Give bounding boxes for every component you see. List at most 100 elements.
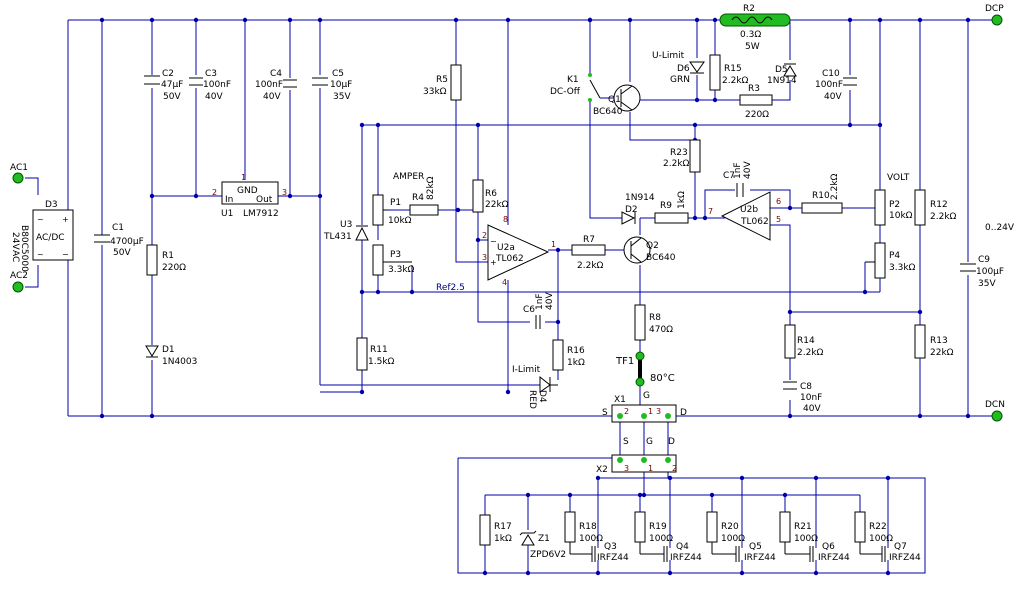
svg-text:C6: C6 [523, 305, 535, 315]
svg-text:TL062: TL062 [495, 254, 524, 264]
connector-x2: X2 3 1 2 [596, 454, 677, 475]
svg-text:C8: C8 [800, 382, 812, 392]
svg-text:10kΩ: 10kΩ [388, 216, 412, 226]
resistor-r16: R16 1kΩ [552, 339, 585, 371]
svg-text:5W: 5W [745, 42, 760, 52]
svg-text:GND: GND [237, 186, 258, 196]
resistor-r17: R17 1kΩ [479, 514, 512, 546]
svg-text:2.2kΩ: 2.2kΩ [830, 173, 840, 200]
svg-text:40V: 40V [824, 92, 842, 102]
svg-text:1kΩ: 1kΩ [677, 191, 687, 209]
svg-text:P3: P3 [390, 250, 401, 260]
pot-p3: P3 3.3kΩ [372, 244, 415, 276]
svg-text:Q7: Q7 [894, 542, 907, 552]
svg-text:100Ω: 100Ω [579, 534, 603, 544]
svg-text:IRFZ44: IRFZ44 [818, 553, 850, 563]
output-range-label: 0..24V [985, 223, 1015, 233]
svg-text:1kΩ: 1kΩ [494, 534, 512, 544]
svg-text:−: − [62, 250, 69, 259]
svg-text:C7: C7 [723, 171, 735, 181]
opamp-u2a: −+ U2a TL062 8 2 3 1 4 [482, 215, 556, 287]
svg-text:100Ω: 100Ω [649, 534, 673, 544]
resistor-r9: R9 1kΩ [654, 191, 689, 224]
svg-text:Q2: Q2 [646, 241, 659, 251]
pot-p2: VOLT P2 10kΩ [874, 173, 913, 226]
transistor-q2: Q2 BC640 [623, 236, 676, 264]
capacitor-c2: C2 47µF 50V [144, 69, 183, 102]
svg-text:LM7912: LM7912 [243, 209, 279, 219]
capacitor-c7: C7 1nF 40V [723, 161, 753, 197]
svg-text:50V: 50V [163, 92, 181, 102]
svg-text:10kΩ: 10kΩ [889, 211, 913, 221]
resistor-r2: R2 0.3Ω 5W [719, 4, 791, 52]
svg-text:22kΩ: 22kΩ [485, 200, 509, 210]
terminal-ac1-label: AC1 [10, 163, 28, 173]
svg-text:2: 2 [672, 464, 677, 473]
svg-text:47µF: 47µF [161, 80, 183, 90]
svg-text:C3: C3 [205, 69, 217, 79]
d3-ref: D3 [45, 200, 58, 210]
terminal-ac1[interactable]: AC1 [10, 163, 28, 184]
svg-text:Q4: Q4 [676, 542, 689, 552]
capacitor-c1: C1 4700µF 50V [94, 223, 144, 258]
svg-text:50V: 50V [113, 248, 131, 258]
resistor-r7: R7 2.2kΩ [571, 235, 606, 271]
resistor-r12: R12 2.2kΩ [914, 189, 957, 226]
svg-text:P1: P1 [390, 198, 401, 208]
svg-text:100µF: 100µF [976, 267, 1004, 277]
svg-text:40V: 40V [803, 404, 821, 414]
led-d6: U-Limit D6 GRN [652, 51, 705, 85]
svg-text:220Ω: 220Ω [745, 110, 769, 120]
svg-text:2.2kΩ: 2.2kΩ [577, 261, 604, 271]
svg-text:R12: R12 [930, 200, 948, 210]
svg-text:R15: R15 [724, 64, 742, 74]
svg-text:+: + [62, 215, 69, 224]
regulator-u1: GND In Out U1 LM7912 1 2 3 [212, 173, 287, 219]
svg-text:TL062: TL062 [740, 217, 769, 227]
terminal-dcp-label: DCP [985, 4, 1004, 14]
capacitor-c3: C3 100nF 40V [189, 69, 231, 102]
svg-text:2: 2 [624, 407, 629, 416]
terminal-dcp[interactable]: DCP [985, 4, 1004, 26]
terminal-ac2-label: AC2 [10, 271, 28, 281]
resistor-r15: R15 2.2kΩ [709, 54, 749, 91]
svg-text:TL431: TL431 [323, 232, 352, 242]
svg-text:1nF: 1nF [535, 293, 545, 310]
svg-text:AMPER: AMPER [393, 172, 424, 182]
svg-text:P4: P4 [889, 251, 900, 261]
svg-text:U2a: U2a [497, 243, 515, 253]
svg-text:1nF: 1nF [733, 162, 743, 179]
svg-text:IRFZ44: IRFZ44 [744, 553, 776, 563]
svg-text:7: 7 [708, 207, 713, 216]
svg-text:1: 1 [551, 240, 556, 249]
terminal-ac2[interactable]: AC2 [10, 271, 28, 293]
svg-text:D2: D2 [625, 205, 638, 215]
svg-text:S: S [602, 408, 608, 418]
zener-z1: Z1 ZPD6V2 [519, 530, 566, 560]
terminal-dcn-label: DCN [985, 400, 1005, 410]
svg-text:R9: R9 [660, 201, 672, 211]
svg-text:Q5: Q5 [749, 542, 762, 552]
ref-net-label: Ref2.5 [436, 283, 465, 293]
svg-text:82kΩ: 82kΩ [426, 176, 436, 200]
terminal-dcn[interactable]: DCN [985, 400, 1005, 422]
transistor-q1: Q1 BC640 [593, 84, 641, 117]
svg-text:1: 1 [648, 407, 653, 416]
svg-text:R1: R1 [162, 251, 174, 261]
svg-text:100nF: 100nF [203, 80, 231, 90]
svg-text:Q3: Q3 [604, 542, 617, 552]
svg-text:D: D [680, 408, 687, 418]
svg-text:D6: D6 [677, 64, 690, 74]
svg-text:100Ω: 100Ω [794, 534, 818, 544]
svg-text:X1: X1 [614, 395, 626, 405]
svg-text:TF1: TF1 [615, 356, 634, 367]
svg-text:Z1: Z1 [538, 534, 550, 544]
resistor-r14: R14 2.2kΩ [784, 324, 824, 359]
svg-text:G: G [646, 437, 653, 447]
svg-text:R4: R4 [412, 193, 424, 203]
